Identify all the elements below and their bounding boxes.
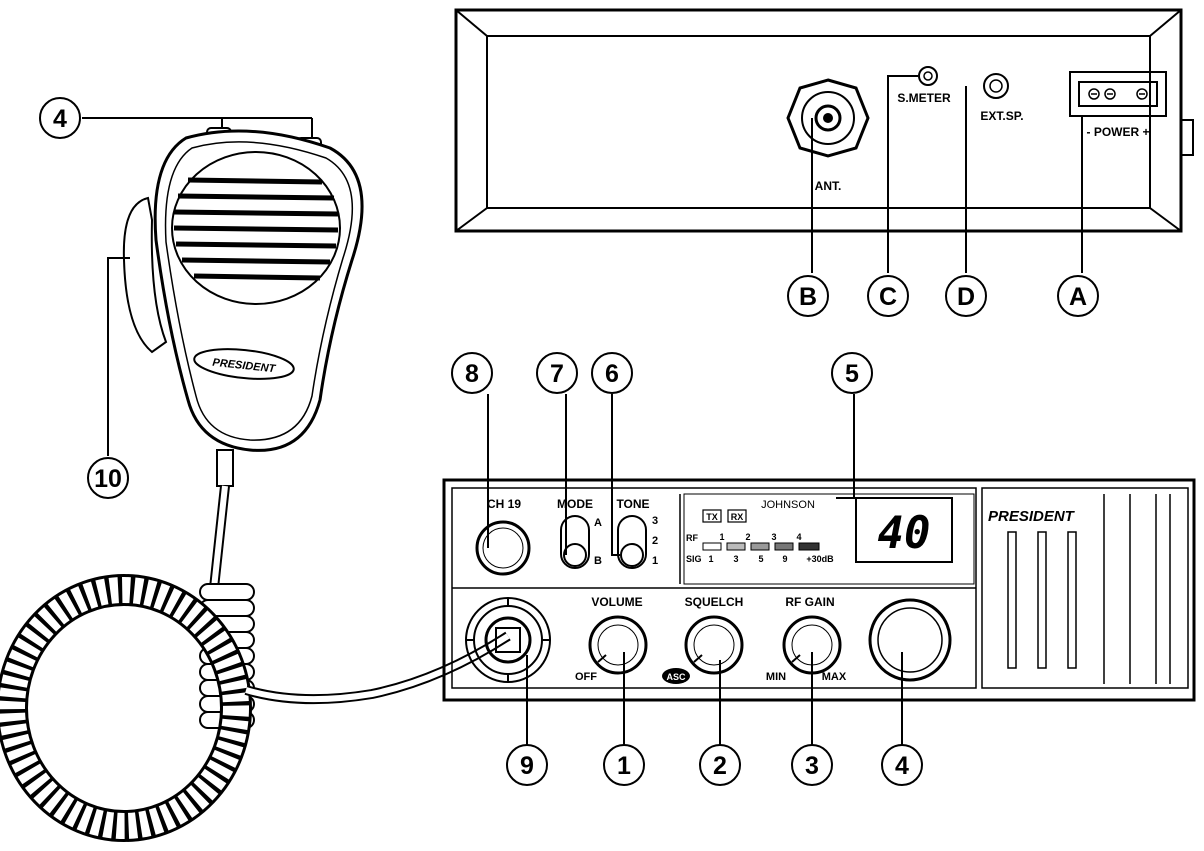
callout-6: 6 <box>591 352 633 394</box>
callout-10: 10 <box>87 457 129 499</box>
mode-opt-a: A <box>594 517 602 529</box>
channel-number: 40 <box>878 508 931 559</box>
svg-text:1: 1 <box>617 752 631 780</box>
svg-text:A: A <box>1069 283 1087 311</box>
svg-text:4: 4 <box>895 752 909 780</box>
svg-text:4: 4 <box>53 105 67 133</box>
callout-4-mic: 4 <box>39 97 81 139</box>
ch19-button[interactable] <box>475 520 531 576</box>
asc-badge <box>662 668 690 684</box>
callout-5: 5 <box>831 352 873 394</box>
sig-label: SIG <box>686 554 702 564</box>
rf-label: RF <box>686 533 698 543</box>
callout-4-knob: 4 <box>881 744 923 786</box>
tone-opt-1: 1 <box>652 555 658 567</box>
asc-label: ASC <box>666 672 686 682</box>
callout-1: 1 <box>603 744 645 786</box>
antenna-connector <box>786 78 870 158</box>
mode-switch[interactable] <box>560 515 590 569</box>
mode-opt-b: B <box>594 555 602 567</box>
sig-scale-3: 3 <box>733 554 738 564</box>
ant-label: ANT. <box>815 179 842 193</box>
volume-knob[interactable] <box>588 615 648 675</box>
status-display: TX RX JOHNSON RF 1 2 3 4 SIG 1 3 5 9 +30… <box>686 497 953 564</box>
off-label: OFF <box>575 671 597 683</box>
callout-D: D <box>945 275 987 317</box>
front-grille: PRESIDENT <box>981 487 1189 689</box>
svg-text:6: 6 <box>605 360 619 388</box>
min-label: MIN <box>766 671 786 683</box>
power-connector <box>1069 71 1167 117</box>
svg-text:D: D <box>957 283 975 311</box>
rf-scale-4: 4 <box>796 532 801 542</box>
svg-text:8: 8 <box>465 360 479 388</box>
rf-scale-2: 2 <box>745 532 750 542</box>
rx-indicator: RX <box>731 512 744 522</box>
smeter-jack <box>918 66 938 86</box>
svg-text:10: 10 <box>94 465 122 493</box>
sig-scale-1: 1 <box>708 554 713 564</box>
svg-text:5: 5 <box>845 360 859 388</box>
max-label: MAX <box>822 671 847 683</box>
callout-A: A <box>1057 275 1099 317</box>
volume-label: VOLUME <box>591 595 642 609</box>
callout-2: 2 <box>699 744 741 786</box>
sig-scale-5: 5 <box>758 554 763 564</box>
callout-8: 8 <box>451 352 493 394</box>
mic-jack <box>465 597 551 683</box>
callout-C: C <box>867 275 909 317</box>
tone-switch[interactable] <box>617 515 647 569</box>
svg-text:3: 3 <box>805 752 819 780</box>
rear-panel: ANT. S.METER EXT.SP. - POWER + <box>454 8 1194 273</box>
callout-3: 3 <box>791 744 833 786</box>
svg-text:C: C <box>879 283 897 311</box>
tx-indicator: TX <box>706 512 718 522</box>
mode-label: MODE <box>557 497 593 511</box>
svg-text:B: B <box>799 283 817 311</box>
ch19-label: CH 19 <box>487 497 521 511</box>
microphone: PRESIDENT <box>122 127 364 589</box>
mic-grille <box>171 151 341 305</box>
smeter-label: S.METER <box>897 91 951 105</box>
tone-opt-2: 2 <box>652 535 658 547</box>
svg-text:9: 9 <box>520 752 534 780</box>
front-panel-outer <box>442 478 1196 702</box>
rear-panel-outer <box>454 8 1183 233</box>
display-brand: JOHNSON <box>761 499 815 511</box>
power-label: - POWER + <box>1086 125 1149 139</box>
squelch-knob[interactable] <box>684 615 744 675</box>
sig-scale-30db: +30dB <box>806 554 834 564</box>
rf-scale-1: 1 <box>719 532 724 542</box>
rf-scale-3: 3 <box>771 532 776 542</box>
channel-display <box>855 497 953 563</box>
squelch-label: SQUELCH <box>685 595 744 609</box>
ptt-button <box>122 196 168 354</box>
channel-selector-knob[interactable] <box>868 598 952 682</box>
coiled-cord <box>0 574 511 842</box>
front-panel: PRESIDENT CH 19 MODE A B TONE 3 2 1 TX R… <box>442 478 1196 702</box>
sig-scale-9: 9 <box>782 554 787 564</box>
callout-7: 7 <box>536 352 578 394</box>
rear-panel-inner <box>486 35 1151 209</box>
extsp-label: EXT.SP. <box>980 109 1023 123</box>
callout-B: B <box>787 275 829 317</box>
front-brand: PRESIDENT <box>988 508 1076 525</box>
tone-opt-3: 3 <box>652 515 658 527</box>
svg-text:7: 7 <box>550 360 564 388</box>
svg-text:2: 2 <box>713 752 727 780</box>
rfgain-label: RF GAIN <box>785 595 834 609</box>
tone-label: TONE <box>616 497 649 511</box>
ext-speaker-jack <box>983 73 1009 99</box>
callout-9: 9 <box>506 744 548 786</box>
